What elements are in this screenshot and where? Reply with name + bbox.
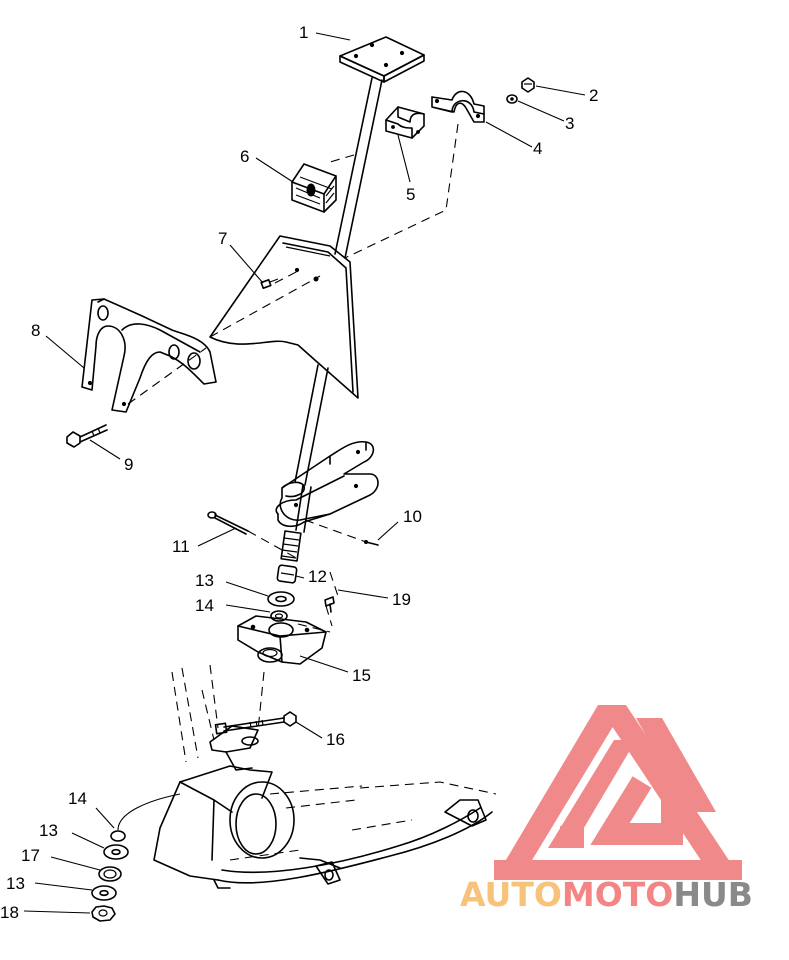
part-small-screw <box>260 278 279 289</box>
automotohub-logo-icon <box>494 705 742 880</box>
callout-6: 6 <box>240 147 249 166</box>
part-drawings <box>66 36 535 922</box>
part-steering-bearing-block <box>237 615 327 665</box>
part-handlebar-plate <box>339 36 425 83</box>
callout-16: 16 <box>326 730 345 749</box>
part-clamp-block <box>385 106 425 139</box>
callout-leaders <box>23 32 586 914</box>
svg-text:AUTOMOTOHUB: AUTOMOTOHUB <box>460 875 753 914</box>
callout-7: 7 <box>218 229 227 248</box>
part-nut <box>521 77 535 93</box>
callout-19: 19 <box>392 590 411 609</box>
part-lower-washer-stack <box>91 830 129 922</box>
callout-14-upper: 14 <box>195 596 214 615</box>
callout-17: 17 <box>21 846 40 865</box>
callout-3: 3 <box>565 114 574 133</box>
part-u-bracket <box>81 298 217 413</box>
watermark-auto-text: AUTO <box>460 875 562 914</box>
callout-9: 9 <box>124 455 133 474</box>
part-steering-column <box>276 77 383 584</box>
callout-10: 10 <box>403 507 422 526</box>
part-hex-bolt <box>66 424 108 448</box>
part-small-pin <box>364 540 379 546</box>
part-rivet <box>324 596 335 613</box>
callout-labels: 1 2 3 4 5 6 7 8 9 10 11 12 13 14 15 16 1… <box>0 23 598 922</box>
callout-2: 2 <box>589 86 598 105</box>
callout-4: 4 <box>533 139 542 158</box>
part-cotter-pin <box>207 511 249 535</box>
watermark-hub-text: HUB <box>673 875 753 914</box>
part-chassis-frame <box>153 664 497 889</box>
part-clamp-strap <box>431 90 485 123</box>
part-washer <box>506 94 518 104</box>
callout-15: 15 <box>352 666 371 685</box>
callout-8: 8 <box>31 321 40 340</box>
callout-14-lower: 14 <box>68 789 87 808</box>
callout-5: 5 <box>406 185 415 204</box>
callout-12: 12 <box>308 567 327 586</box>
part-rubber-mount-block <box>291 163 337 213</box>
automotohub-watermark: AUTOMOTOHUB <box>460 705 753 914</box>
callout-1: 1 <box>299 23 308 42</box>
watermark-moto-text: MOTO <box>562 875 673 914</box>
callout-13-upper: 13 <box>195 571 214 590</box>
callout-18: 18 <box>0 903 19 922</box>
callout-13-lower-a: 13 <box>39 821 58 840</box>
callout-11: 11 <box>172 537 190 556</box>
part-steering-post-bracket <box>209 235 359 399</box>
part-lower-support-plates <box>275 440 379 528</box>
assembly-alignment-lines <box>127 123 459 731</box>
callout-13-lower-b: 13 <box>6 874 25 893</box>
part-upper-washers <box>267 591 295 622</box>
